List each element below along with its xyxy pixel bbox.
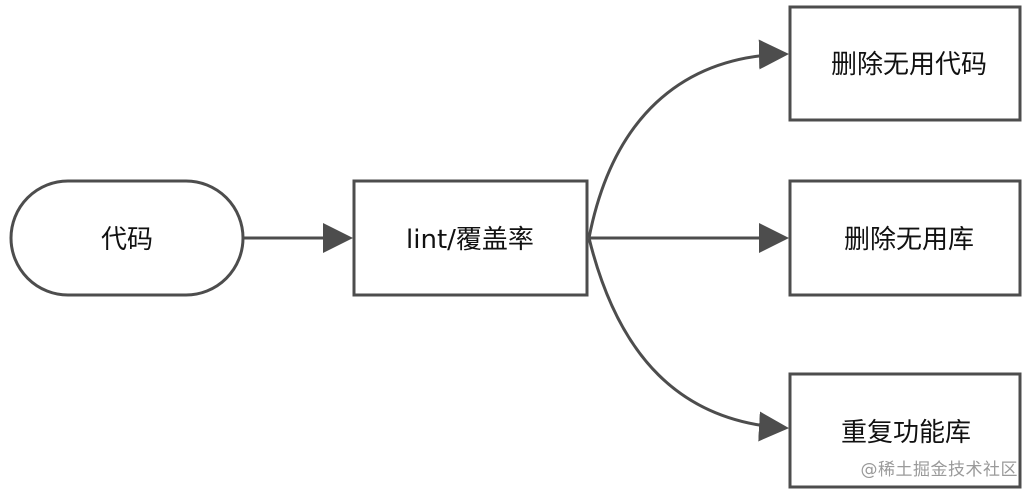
node-lint-coverage-shape: [352, 179, 589, 297]
node-code: 代码: [9, 179, 245, 297]
node-remove-unused-libs-shape: [788, 179, 1022, 297]
edge-lint-to-remove-unused-code: [587, 39, 789, 239]
node-lint-coverage: lint/覆盖率: [352, 179, 589, 297]
node-duplicate-libs-label: 重复功能库: [841, 418, 971, 448]
edge-lint-to-duplicate-libs: [587, 237, 789, 442]
node-remove-unused-libs: 删除无用库: [788, 179, 1022, 297]
node-remove-unused-code-label: 删除无用代码: [831, 50, 987, 80]
node-remove-unused-code-shape: [788, 5, 1022, 122]
node-remove-unused-libs-label: 删除无用库: [844, 225, 974, 255]
watermark: @稀土掘金技术社区: [860, 460, 1018, 480]
node-lint-coverage-label: lint/覆盖率: [406, 225, 534, 255]
node-code-label: 代码: [101, 225, 153, 255]
node-duplicate-libs-shape: [788, 372, 1022, 489]
node-remove-unused-code: 删除无用代码: [788, 5, 1022, 122]
node-duplicate-libs: 重复功能库: [788, 372, 1022, 489]
